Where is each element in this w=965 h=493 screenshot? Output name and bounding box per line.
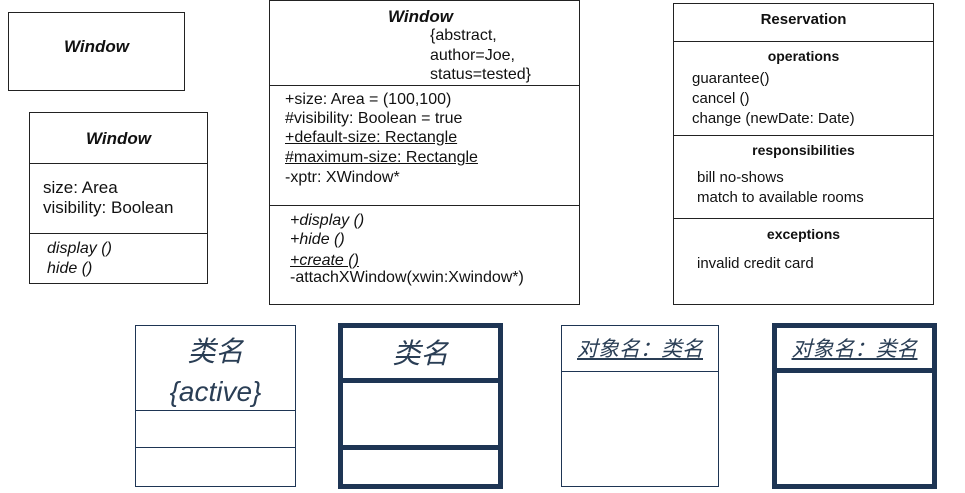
static-operation: +create (): [290, 252, 359, 269]
operation: change (newDate: Date): [692, 110, 855, 127]
compartment-divider: [674, 218, 933, 219]
operation: guarantee(): [692, 70, 770, 87]
compartment-divider: [674, 41, 933, 42]
class-name: 类名: [392, 337, 449, 370]
window-class-full: Window {abstract, author=Joe, status=tes…: [269, 0, 580, 305]
compartment-divider: [136, 410, 295, 411]
compartment-divider: [562, 371, 718, 372]
compartment-divider: [136, 447, 295, 448]
property: {abstract,: [430, 27, 497, 44]
attribute: -xptr: XWindow*: [285, 169, 400, 186]
operation: +hide (): [290, 231, 345, 248]
compartment-divider: [270, 85, 579, 86]
object-box: 对象名：类名: [561, 325, 719, 487]
static-attribute: +default-size: Rectangle: [285, 129, 458, 146]
operation: hide (): [47, 260, 93, 277]
reservation-class: Reservation operations guarantee() cance…: [673, 3, 934, 305]
active-class-box: 类名 {active}: [135, 325, 296, 487]
attribute: size: Area: [43, 178, 118, 197]
operation: display (): [47, 240, 112, 257]
active-property: {active}: [169, 376, 262, 407]
class-name: Reservation: [760, 11, 847, 28]
property: status=tested}: [430, 66, 531, 83]
compartment-title: exceptions: [766, 226, 841, 242]
active-class-box-thick: 类名: [338, 323, 503, 489]
exception: invalid credit card: [697, 255, 814, 272]
property: author=Joe,: [430, 47, 515, 64]
compartment-divider: [30, 233, 207, 234]
compartment-divider: [270, 205, 579, 206]
compartment-divider: [674, 135, 933, 136]
operation: cancel (): [692, 90, 750, 107]
attribute: #visibility: Boolean = true: [285, 110, 463, 127]
class-name: Window: [388, 7, 453, 26]
compartment-divider: [343, 378, 498, 383]
operation: -attachXWindow(xwin:Xwindow*): [290, 269, 524, 286]
operation: +display (): [290, 212, 365, 229]
class-name: 类名: [187, 335, 244, 368]
compartment-divider: [30, 163, 207, 164]
active-object-box: 对象名：类名: [772, 323, 937, 489]
class-name: Window: [86, 129, 151, 148]
attribute: visibility: Boolean: [43, 198, 174, 217]
compartment-title: responsibilities: [752, 142, 855, 158]
window-class-simple: Window: [8, 12, 185, 91]
attribute: +size: Area = (100,100): [285, 91, 452, 108]
object-name: 对象名：类名: [577, 337, 703, 361]
compartment-title: operations: [767, 48, 840, 64]
window-class-with-attributes: Window size: Area visibility: Boolean di…: [29, 112, 208, 284]
responsibility: match to available rooms: [697, 189, 864, 206]
compartment-divider: [343, 445, 498, 450]
class-name: Window: [64, 37, 129, 56]
compartment-divider: [777, 368, 932, 373]
responsibility: bill no-shows: [697, 169, 784, 186]
object-name: 对象名：类名: [791, 337, 918, 361]
static-attribute: #maximum-size: Rectangle: [285, 149, 478, 166]
